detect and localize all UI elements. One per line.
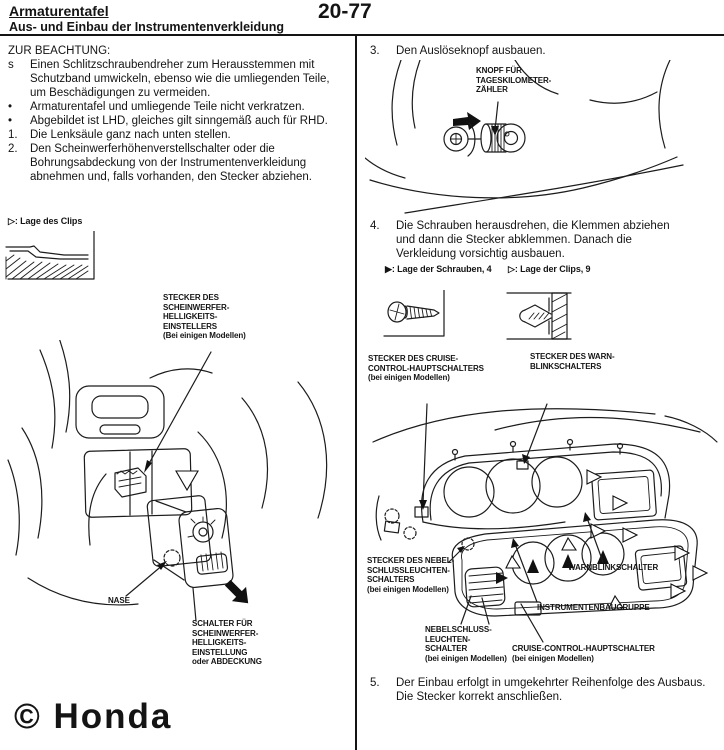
step-text: Der Einbau erfolgt in umgekehrter Reihen… <box>396 677 706 703</box>
bullet-text: Armaturentafel und umliegende Teile nich… <box>30 101 305 113</box>
hazard-connector-label: STECKER DES WARN- BLINKSCHALTERS <box>530 352 615 371</box>
clip-icon <box>506 292 572 340</box>
cruise-switch-label: CRUISE-CONTROL-HAUPTSCHALTER (bei einige… <box>512 644 655 663</box>
nase-label: NASE <box>108 596 130 605</box>
page-subtitle: Aus- und Einbau der Instrumentenverkleid… <box>9 20 285 34</box>
step-5: 5. Der Einbau erfolgt in umgekehrter Rei… <box>370 676 710 704</box>
fog-connector-label: STECKER DES NEBEL- SCHLUSSLEUCHTEN- SCHA… <box>367 556 455 594</box>
note-bullet: s Einen Schlitzschraubendreher zum Herau… <box>8 58 348 100</box>
dashboard-switch-figure <box>7 340 328 622</box>
page-number: 20-77 <box>318 0 372 23</box>
clip-section-diagram <box>5 231 95 280</box>
step-text: Die Lenksäule ganz nach unten stellen. <box>30 129 231 141</box>
trip-knob-figure <box>365 60 684 214</box>
headlight-adjuster-connector-label: STECKER DES SCHEINWERFER- HELLIGKEITS- E… <box>163 293 246 340</box>
step-number: 3. <box>370 45 380 57</box>
copyright: © Honda <box>14 697 173 736</box>
header-rule <box>0 34 724 36</box>
step-3: 3. Den Auslöseknopf ausbauen. <box>370 44 710 58</box>
screw-location-legend: ▶: Lage der Schrauben, 4 <box>385 264 492 274</box>
clip-location-legend: ▷: Lage des Clips <box>8 216 83 226</box>
column-divider <box>355 36 357 750</box>
step-number: 5. <box>370 677 380 689</box>
step-4: 4. Die Schrauben herausdrehen, die Klemm… <box>370 219 690 261</box>
trip-knob-label: KNOPF FÜR TAGESKILOMETER- ZÄHLER <box>476 66 552 94</box>
headlight-adjuster-switch-label: SCHALTER FÜR SCHEINWERFER- HELLIGKEITS- … <box>192 619 262 666</box>
bullet-marker: s <box>8 59 14 71</box>
step-2: 2. Den Scheinwerferhöhenverstellschalter… <box>8 142 348 184</box>
bullet-marker: • <box>8 115 13 127</box>
note-bullet: • Abgebildet ist LHD, gleiches gilt sinn… <box>8 114 348 128</box>
hazard-switch-label: WARNBLINKSCHALTER <box>568 563 659 572</box>
note-bullet: • Armaturentafel und umliegende Teile ni… <box>8 100 348 114</box>
fog-switch-label: NEBELSCHLUSS- LEUCHTEN- SCHALTER (bei ei… <box>425 625 507 663</box>
bullet-text: Einen Schlitzschraubendreher zum Herauss… <box>30 59 330 99</box>
step-1: 1. Die Lenksäule ganz nach unten stellen… <box>8 128 348 142</box>
step-text: Den Auslöseknopf ausbauen. <box>396 45 546 57</box>
page-title: Armaturentafel <box>9 3 109 19</box>
step-text: Den Scheinwerferhöhenverstellschalter od… <box>30 143 312 183</box>
screw-icon <box>383 290 445 337</box>
bullet-text: Abgebildet ist LHD, gleiches gilt sinnge… <box>30 115 328 127</box>
clip-location-legend-right: ▷: Lage der Clips, 9 <box>508 264 591 274</box>
note-header: ZUR BEACHTUNG: <box>8 45 111 57</box>
left-column-text: ZUR BEACHTUNG: s Einen Schlitzschraubend… <box>8 44 348 184</box>
step-number: 1. <box>8 129 18 141</box>
cluster-assembly-label: INSTRUMENTENBAUGRUPPE <box>537 603 650 612</box>
step-number: 2. <box>8 143 18 155</box>
instrument-cluster-figure <box>372 403 718 643</box>
bullet-marker: • <box>8 101 13 113</box>
step-text: Die Schrauben herausdrehen, die Klemmen … <box>396 220 670 260</box>
step-number: 4. <box>370 220 380 232</box>
cruise-connector-label: STECKER DES CRUISE- CONTROL-HAUPTSCHALTE… <box>368 354 484 382</box>
